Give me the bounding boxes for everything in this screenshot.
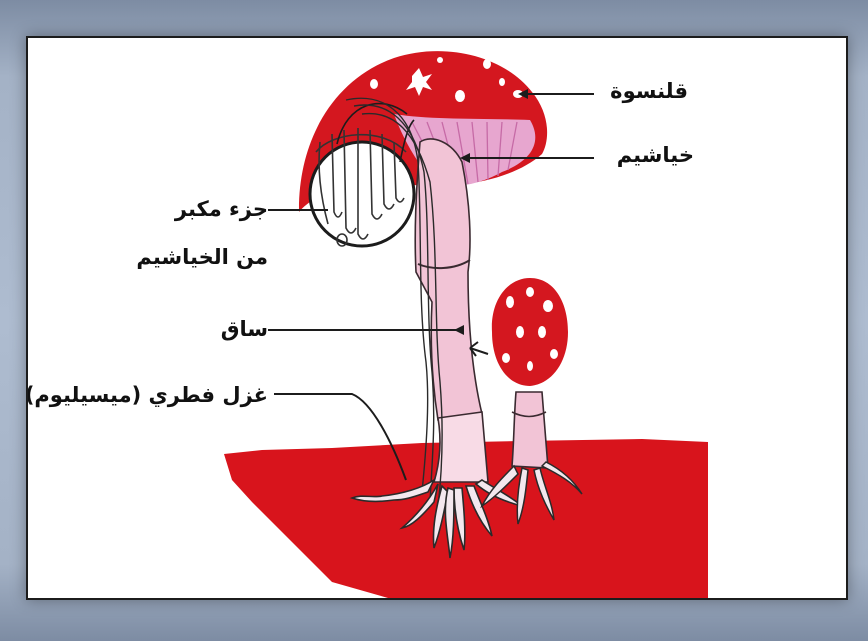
label-mycelium: غزل فطري (ميسيليوم) [44,380,268,410]
diagram-panel: قلنسوة خياشيم جزء مكبر من الخياشيم ساق غ… [26,36,848,600]
label-magnified-line2: من الخياشيم [138,242,268,272]
label-stem: ساق [198,314,268,344]
mushroom-diagram [28,38,848,600]
label-magnified-line1: جزء مكبر [148,194,268,224]
label-gills: خياشيم [598,140,694,170]
label-cap: قلنسوة [604,76,688,106]
